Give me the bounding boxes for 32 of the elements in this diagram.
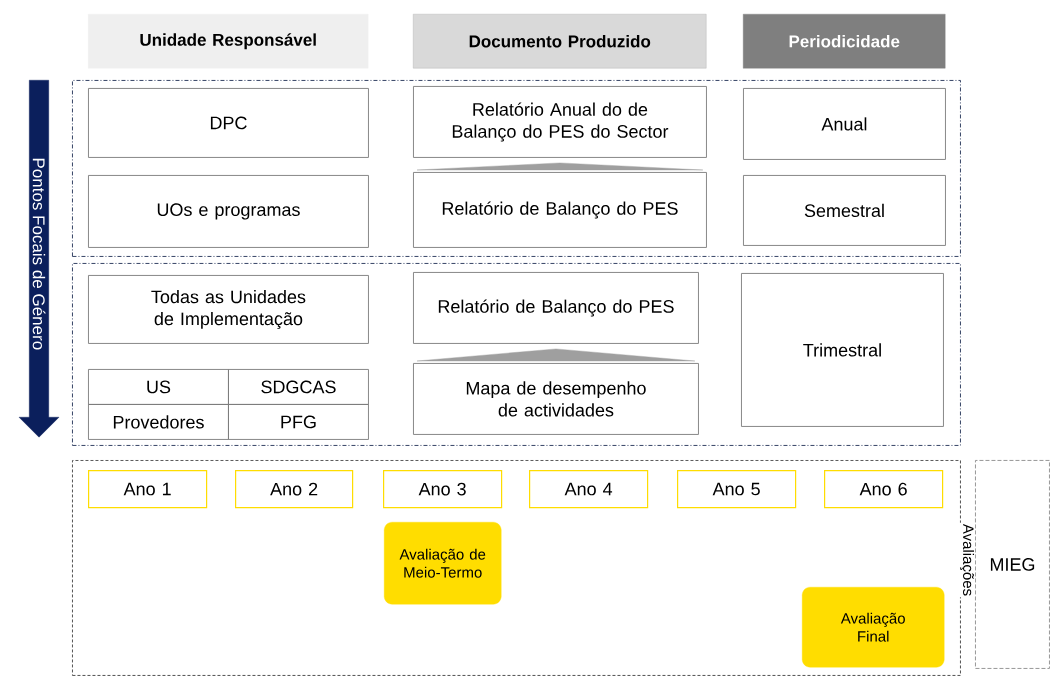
side-label: Avaliações (959, 522, 976, 598)
document-box: Relatório Anual do de Balanço do PES do Sector (413, 86, 707, 158)
unit-box: UOs e programas (88, 175, 369, 248)
year-box: Ano 2 (235, 470, 354, 509)
period-box: Trimestral (741, 273, 944, 427)
document-box: Mapa de desempenho de actividades (413, 363, 699, 435)
document-box: Relatório de Balanço do PES (413, 172, 707, 248)
table-cell: PFG (228, 404, 369, 440)
arrow (416, 162, 704, 171)
table-cell: Provedores (88, 404, 229, 440)
table-cell: SDGCAS (228, 369, 369, 405)
dashed-frame (72, 460, 961, 676)
period-box: Anual (743, 88, 946, 160)
year-box: Ano 4 (529, 470, 649, 509)
dashed-frame (72, 80, 961, 257)
year-box: Ano 5 (677, 470, 797, 509)
dashed-box: MIEG (975, 460, 1050, 669)
column-header: Unidade Responsável (88, 14, 369, 69)
unit-box: Todas as Unidades de Implementação (88, 275, 369, 344)
year-box: Ano 6 (824, 470, 944, 509)
evaluation-box: Avaliação de Meio-Termo (384, 522, 502, 605)
column-header: Periodicidade (743, 14, 946, 69)
table-cell: US (88, 369, 229, 405)
period-box: Semestral (743, 175, 946, 246)
document-box: Relatório de Balanço do PES (413, 272, 699, 344)
year-box: Ano 3 (383, 470, 503, 509)
dashed-frame (72, 263, 961, 446)
evaluation-box: Avaliação Final (802, 587, 945, 668)
arrow (416, 348, 696, 362)
unit-box: DPC (88, 88, 369, 158)
year-box: Ano 1 (88, 470, 208, 509)
column-header: Documento Produzido (413, 14, 707, 69)
